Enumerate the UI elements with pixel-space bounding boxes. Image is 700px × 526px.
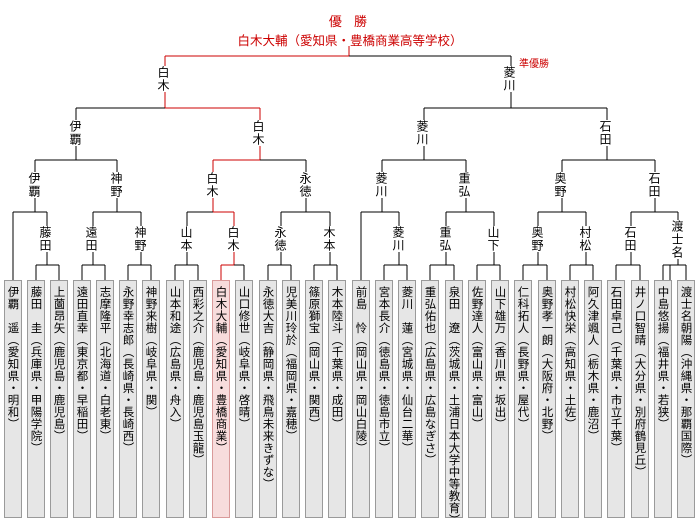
entrant-box: 遠田直幸（東京都・早稲田） [73, 280, 91, 518]
r16-label: 木本 [322, 226, 336, 252]
quarter-label: 菱川 [374, 172, 388, 198]
runner-up-label: 準優勝 [519, 59, 549, 70]
semi-label: 石田 [598, 120, 612, 146]
entrant-box: 永野幸志郎（長崎県・長崎西） [119, 280, 137, 518]
entrant-box: 藤田 圭（兵庫県・甲陽学院） [27, 280, 45, 518]
quarter-label: 重弘 [457, 172, 471, 198]
quarter-label: 伊覇 [27, 172, 41, 198]
quarter-label: 白木 [205, 172, 219, 198]
r16-label: 石田 [623, 226, 637, 252]
entrant-box: 渡士名朝陽（沖縄県・那覇国際） [677, 280, 695, 518]
champion-title: 優 勝 [328, 15, 372, 30]
entrant-box: 木本陸斗（千葉県・成田） [328, 280, 346, 518]
r16-label: 重弘 [438, 226, 452, 252]
entrant-box: 宮本長介（徳島県・徳島市立） [375, 280, 393, 518]
r16-label: 山下 [486, 226, 500, 252]
champion-name: 白木大輔（愛知県・豊橋商業高等学校） [237, 33, 463, 48]
quarter-label: 石田 [647, 172, 661, 198]
entrant-box: 奥野孝一朗（大阪府・北野） [538, 280, 556, 518]
entrant-box: 神野来樹（岐阜県・関） [142, 280, 160, 518]
entrant-box: 児美川玲於（福岡県・嘉穂） [282, 280, 300, 518]
quarter-label: 永徳 [298, 172, 312, 198]
entrant-box: 山下雄万（香川県・坂出） [491, 280, 509, 518]
entrant-box: 重弘佑也（広島県・広島なぎさ） [421, 280, 439, 518]
entrant-box: 菱川 蓮（宮城県・仙台二華） [398, 280, 416, 518]
entrant-box: 村松快栄（高知県・土佐） [561, 280, 579, 518]
semi-label: 伊覇 [68, 120, 82, 146]
r16-label: 神野 [133, 226, 147, 252]
entrant-box: 山本和途（広島県・舟入） [166, 280, 184, 518]
r16-label: 菱川 [391, 226, 405, 252]
r16-label: 白木 [226, 226, 240, 252]
entrant-box: 伊覇 遥（愛知県・明和） [4, 280, 22, 518]
entrant-box: 井ノ口智晴（大分県・別府鶴見丘） [631, 280, 649, 518]
r16-label: 永徳 [273, 226, 287, 252]
entrant-box: 石田卓己（千葉県・市立千葉） [607, 280, 625, 518]
entrant-box: 志摩隆平（北海道・白老東） [96, 280, 114, 518]
semi-label: 白木 [251, 120, 265, 146]
semi-label: 菱川 [415, 120, 429, 146]
entrant-box: 篠原獅宝（岡山県・関西） [305, 280, 323, 518]
entrant-box: 西彩之介（鹿児島・鹿児島玉龍） [189, 280, 207, 518]
r16-label: 渡士名 [670, 220, 684, 259]
entrant-box: 佐野達人（富山県・富山） [468, 280, 486, 518]
entrant-box: 山口修世（岐阜県・啓晴） [235, 280, 253, 518]
entrant-box: 仁科拓人（長野県・屋代） [514, 280, 532, 518]
quarter-label: 神野 [109, 172, 123, 198]
entrant-box: 永徳大吉（静岡県・飛鳥未来きずな） [259, 280, 277, 518]
entrant-box: 上薗昂矢（鹿児島・鹿児島） [50, 280, 68, 518]
r16-label: 奥野 [530, 226, 544, 252]
r16-label: 遠田 [84, 226, 98, 252]
final-label-right: 菱川 [502, 66, 516, 92]
entrant-box: 泉田 遼（茨城県・土浦日本大学中等教育） [445, 280, 463, 526]
entrant-box: 中島悠揚（福井県・若狭） [654, 280, 672, 518]
quarter-label: 奥野 [553, 172, 567, 198]
final-label-left: 白木 [156, 66, 170, 92]
entrant-box: 前島 怜（岡山県・岡山白陵） [352, 280, 370, 518]
r16-label: 山本 [179, 226, 193, 252]
r16-label: 藤田 [38, 226, 52, 252]
entrant-box: 阿久津颯人（栃木県・鹿沼） [584, 280, 602, 518]
r16-label: 村松 [578, 226, 592, 252]
entrant-box-champion: 白木大輔（愛知県・豊橋商業） [212, 280, 230, 518]
